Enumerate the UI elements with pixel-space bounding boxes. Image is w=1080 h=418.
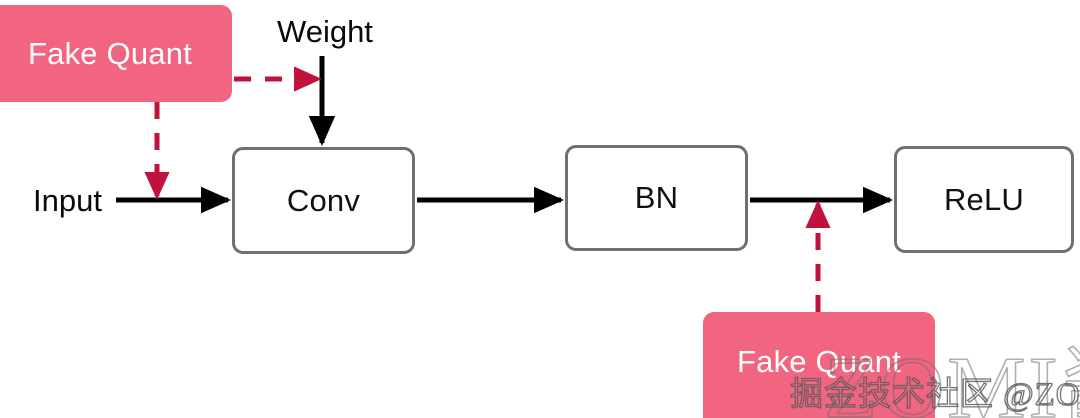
footer-watermark: 掘金技术社区 @ZOMI酱 xyxy=(789,376,1080,413)
node-label: Conv xyxy=(286,182,361,218)
label-weight: Weight xyxy=(277,14,373,49)
node-label: ReLU xyxy=(943,181,1025,217)
node-fake-quant-activation[interactable]: Fake Quant xyxy=(703,312,935,418)
label-input: Input xyxy=(33,183,102,218)
node-conv[interactable]: Conv xyxy=(232,147,415,254)
node-label: Fake Quant xyxy=(28,35,192,71)
node-label: BN xyxy=(634,180,679,215)
node-bn[interactable]: BN xyxy=(565,145,748,251)
node-relu[interactable]: ReLU xyxy=(894,146,1074,253)
node-fake-quant-weight[interactable]: Fake Quant xyxy=(0,5,232,102)
node-label: Fake Quant xyxy=(737,344,901,379)
background-watermark: ZOMI酱 xyxy=(823,339,1080,418)
